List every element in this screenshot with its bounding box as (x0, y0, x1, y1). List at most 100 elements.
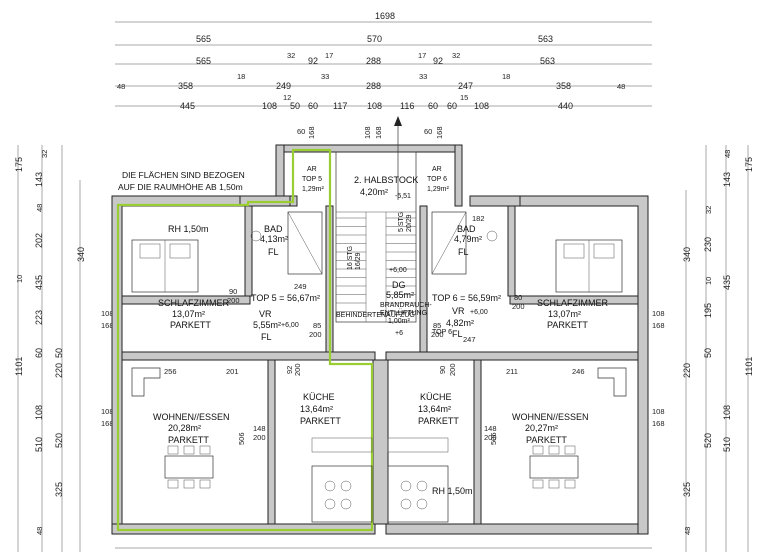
dim-label: 520 (703, 433, 713, 448)
room-name: DG (392, 280, 406, 290)
dim-label: 168 (307, 126, 316, 139)
dim-label: 168 (652, 321, 665, 330)
dim-label: 249 (294, 282, 307, 291)
furniture (131, 211, 627, 523)
dim-label: 563 (538, 34, 553, 44)
room-name: 2. HALBSTOCK (354, 175, 418, 185)
room-name: VR (259, 309, 272, 319)
dim-label: 510 (34, 437, 44, 452)
dim-label: 92 (285, 366, 294, 374)
dim-label: 85 (313, 321, 321, 330)
dim-label: 17 (418, 51, 426, 60)
note-line: AUF DIE RAUMHÖHE AB 1,50m (118, 182, 243, 192)
dim-label: 510 (722, 437, 732, 452)
dim-label: 60 (428, 101, 438, 111)
dim-label: 168 (101, 321, 114, 330)
dim-label: 200 (293, 363, 302, 376)
dim-label: 288 (366, 81, 381, 91)
dim-label: 200 (484, 433, 497, 442)
dim-label: 288 (366, 56, 381, 66)
dim-label: 200 (309, 330, 322, 339)
dim-label: 50 (54, 348, 64, 358)
dim-label: 48 (617, 82, 625, 91)
dim-label: 32 (287, 51, 295, 60)
dim-label: 506 (237, 432, 246, 445)
dim-label: 48 (723, 150, 732, 158)
stair-label: 5 STG (398, 212, 405, 232)
dim-label: 358 (556, 81, 571, 91)
dim-label: 108 (722, 405, 732, 420)
dim-label: 50 (290, 101, 300, 111)
dim-label: 48 (35, 527, 44, 535)
dining-table-icon (529, 455, 579, 479)
staircase (335, 116, 417, 323)
room-sub: ENTLÜFTUNG (380, 309, 427, 317)
room-name: SCHLAFZIMMER (537, 298, 609, 308)
room-area: 5,85m² (386, 290, 414, 300)
dim-label: 230 (703, 237, 713, 252)
dim-label: 50 (703, 348, 713, 358)
room-area: 13,64m² (418, 404, 451, 414)
dim-label: 92 (433, 56, 443, 66)
dim-label: 201 (226, 367, 239, 376)
elevator-label: BEHINDERTENAUFZUG (336, 312, 415, 319)
dim-label: 565 (196, 34, 211, 44)
dim-label: 108 (34, 405, 44, 420)
dim-label: 325 (54, 482, 64, 497)
shower-icon (431, 211, 467, 275)
stair-label: 16 STG (347, 246, 354, 270)
dim-label: 32 (40, 150, 49, 158)
dim-label: 108 (474, 101, 489, 111)
dim-label: 358 (178, 81, 193, 91)
room-area: 20,28m² (168, 423, 201, 433)
ceiling-height: RH 1,50m (168, 224, 209, 234)
dim-label: 202 (34, 233, 44, 248)
room-floor: FL (268, 247, 279, 257)
dim-label: 108 (652, 407, 665, 416)
room-floor: PARKETT (526, 435, 567, 445)
dim-label: 249 (276, 81, 291, 91)
room-name: SCHLAFZIMMER (158, 298, 230, 308)
toilet-icon (250, 230, 262, 242)
dim-label: 570 (367, 34, 382, 44)
dim-label: 200 (448, 363, 457, 376)
dim-label: 33 (419, 72, 427, 81)
toilet-icon (486, 230, 498, 242)
room-area: 4,82m² (446, 318, 474, 328)
dim-label: 108 (101, 309, 114, 318)
dim-label: 168 (101, 419, 114, 428)
dim-label: 182 (472, 214, 485, 223)
level-mark: +6 (395, 330, 403, 337)
room-name: VR (452, 306, 465, 316)
dim-label: 256 (164, 367, 177, 376)
room-name: KÜCHE (420, 392, 452, 402)
dim-label: 435 (722, 275, 732, 290)
dim-label: 143 (34, 172, 44, 187)
shower-icon (287, 211, 323, 275)
dim-label: 143 (722, 172, 732, 187)
dim-label: 246 (572, 367, 585, 376)
dim-label: 60 (308, 101, 318, 111)
level-mark: -5,51 (395, 193, 411, 200)
room-name: BAD (457, 224, 476, 234)
dim-label: 17 (325, 51, 333, 60)
dim-label: 48 (35, 204, 44, 212)
dim-label: 18 (237, 72, 245, 81)
dim-label: 340 (682, 247, 692, 262)
room-area: 4,79m² (454, 234, 482, 244)
dim-label: 148 (484, 424, 497, 433)
dimension-lines-left: 175 32 143 48 202 10 435 223 60 50 220 1… (14, 145, 114, 552)
unit-tag: TOP 6 (432, 329, 452, 336)
room-floor: PARKETT (300, 416, 341, 426)
room-floor: PARKETT (547, 320, 588, 330)
dim-label: 33 (321, 72, 329, 81)
dim-label: 168 (374, 126, 383, 139)
room-area: 13,07m² (172, 309, 205, 319)
room-name: BAD (264, 224, 283, 234)
dim-label: 200 (431, 330, 444, 339)
dim-label: 195 (703, 303, 713, 318)
room-area: 1,29m² (427, 186, 449, 193)
dim-label: 1101 (14, 357, 24, 376)
room-floor: FL (452, 329, 463, 339)
level-mark: +6,00 (389, 267, 407, 274)
